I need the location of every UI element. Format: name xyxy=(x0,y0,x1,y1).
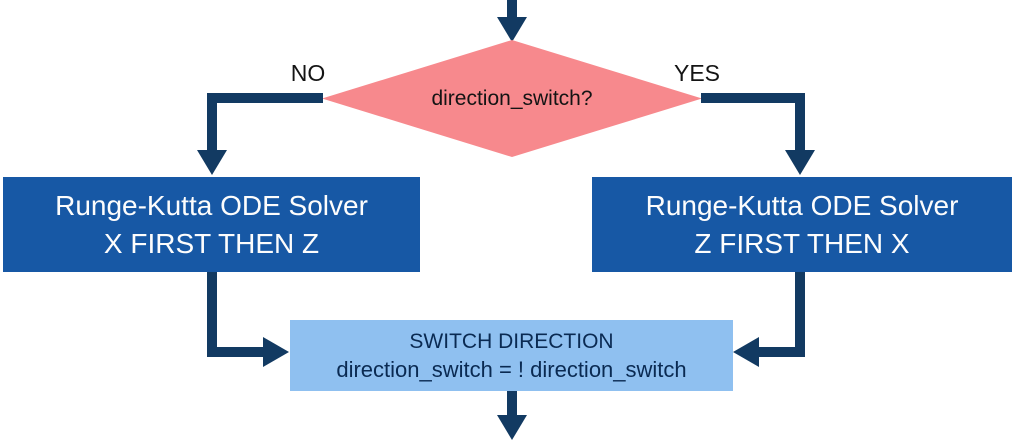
process-box-line1: Runge-Kutta ODE Solver xyxy=(645,189,959,221)
branch-label-no: NO xyxy=(290,60,326,86)
connector-segment xyxy=(507,391,517,416)
process-box-solver-x-first: Runge-Kutta ODE Solver X FIRST THEN Z xyxy=(3,177,420,272)
connector-segment xyxy=(207,347,264,357)
connector-segment xyxy=(795,93,805,151)
process-box-line1: Runge-Kutta ODE Solver xyxy=(55,189,368,221)
connector-segment xyxy=(507,0,517,18)
decision-label: direction_switch? xyxy=(431,86,593,110)
arrow-right-icon xyxy=(263,337,289,367)
switch-box-line2: direction_switch = ! direction_switch xyxy=(336,356,687,382)
branch-label-yes: YES xyxy=(673,60,721,86)
process-box-solver-z-first: Runge-Kutta ODE Solver Z FIRST THEN X xyxy=(592,177,1012,272)
connector-segment xyxy=(795,272,805,357)
arrow-down-icon xyxy=(197,150,227,175)
switch-box-line1: SWITCH DIRECTION xyxy=(409,329,614,353)
process-box-switch-direction: SWITCH DIRECTION direction_switch = ! di… xyxy=(290,320,733,391)
connector-segment xyxy=(207,272,217,357)
decision-diamond: direction_switch? xyxy=(322,40,702,157)
arrow-down-icon xyxy=(497,415,527,440)
connector-segment xyxy=(207,93,217,151)
arrow-down-icon xyxy=(497,17,527,42)
process-box-line2: Z FIRST THEN X xyxy=(694,227,910,259)
process-box-line2: X FIRST THEN Z xyxy=(103,227,320,259)
connector-segment xyxy=(207,93,323,103)
connector-segment xyxy=(701,93,805,103)
arrow-down-icon xyxy=(785,150,815,175)
arrow-left-icon xyxy=(733,337,759,367)
connector-segment xyxy=(758,347,805,357)
